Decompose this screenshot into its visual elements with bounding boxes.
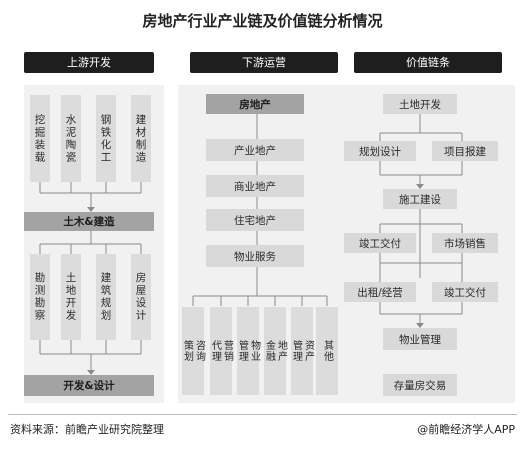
value-chain-header: 价值链条	[354, 52, 502, 73]
page-title: 房地产行业产业链及价值链分析情况	[142, 12, 383, 30]
vc-project: 项目报建	[432, 141, 498, 161]
vc-construction: 施工建设	[383, 189, 457, 209]
upstream-header: 上游开发	[24, 52, 154, 73]
vc-sales: 市场销售	[432, 233, 498, 253]
downstream-column	[178, 85, 343, 403]
upstream-mid: 土木&建造	[24, 212, 154, 231]
footer-divider	[8, 414, 517, 415]
downstream-item-1: 咨询策划	[182, 307, 205, 395]
upstream-input-3: 钢铁化工	[96, 95, 116, 182]
upstream-service-1: 勘测勘察	[30, 254, 50, 340]
upstream-input-2: 水泥陶瓷	[61, 95, 81, 182]
downstream-item-3: 物业管理	[237, 307, 260, 395]
vc-rent: 出租/经营	[344, 282, 416, 302]
upstream-input-1: 挖掘装载	[30, 95, 50, 182]
downstream-header: 下游运营	[190, 52, 338, 73]
downstream-service: 物业服务	[206, 245, 304, 267]
vc-land: 土地开发	[383, 94, 457, 114]
downstream-top: 房地产	[206, 94, 304, 114]
upstream-input-4: 建材制造	[131, 95, 151, 182]
downstream-item-5: 资产管理	[291, 307, 314, 395]
downstream-type-3: 住宅地产	[206, 209, 304, 231]
downstream-item-2: 营销代理	[210, 307, 233, 395]
upstream-bottom: 开发&设计	[24, 375, 154, 396]
downstream-type-1: 产业地产	[206, 139, 304, 161]
source-note: 资料来源：前瞻产业研究院整理	[10, 423, 164, 436]
upstream-service-4: 房屋设计	[131, 254, 151, 340]
upstream-service-2: 土地开发	[61, 254, 81, 340]
vc-stock: 存量房交易	[383, 374, 457, 396]
vc-property: 物业管理	[383, 328, 457, 350]
vc-completion-2: 竣工交付	[432, 282, 498, 302]
downstream-item-4: 地产金融	[264, 307, 287, 395]
downstream-item-6: 其他	[316, 307, 338, 395]
upstream-service-3: 建筑规划	[96, 254, 116, 340]
brand-note: @前瞻经济学人APP	[417, 423, 515, 436]
downstream-type-2: 商业地产	[206, 175, 304, 197]
vc-completion: 竣工交付	[344, 233, 416, 253]
vc-planning: 规划设计	[344, 141, 416, 161]
